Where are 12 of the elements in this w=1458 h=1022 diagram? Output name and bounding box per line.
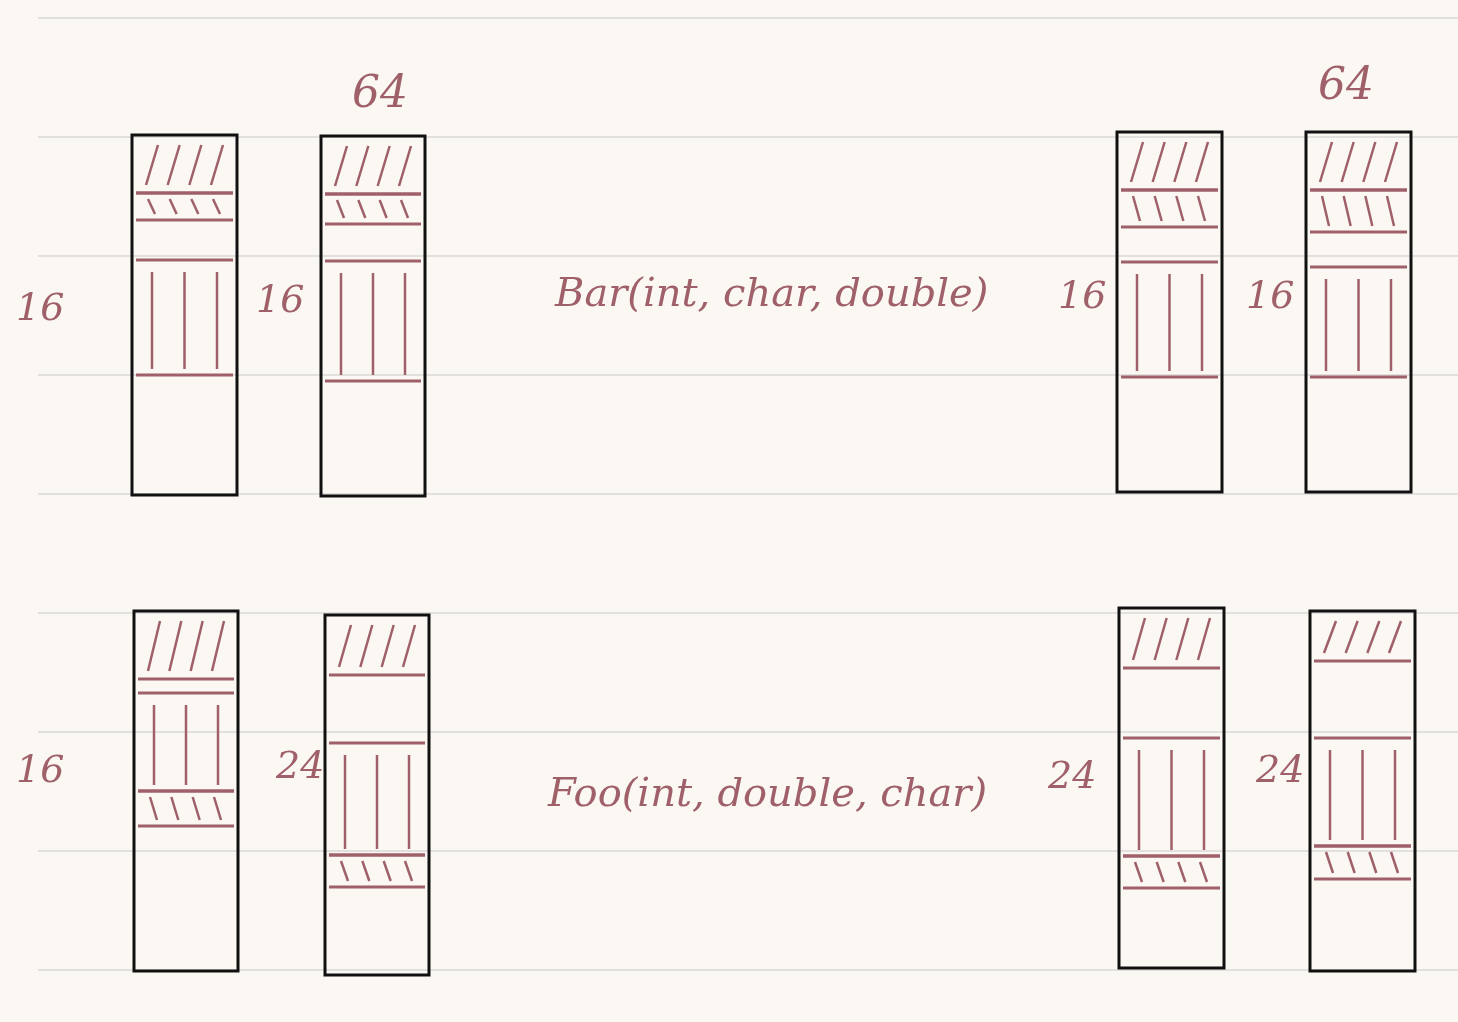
function-signature: Bar(int, char, double): [555, 272, 989, 312]
column-heading: 64: [352, 70, 408, 114]
size-label: 16: [16, 750, 65, 788]
function-signature: Foo(int, double, char): [548, 772, 988, 812]
size-label: 24: [276, 746, 325, 784]
size-label: 16: [1058, 276, 1107, 314]
size-label: 24: [1256, 750, 1305, 788]
size-label: 16: [16, 288, 65, 326]
size-label: 16: [256, 280, 305, 318]
size-label: 16: [1246, 276, 1295, 314]
size-label: 24: [1048, 756, 1097, 794]
column-heading: 64: [1318, 62, 1374, 106]
